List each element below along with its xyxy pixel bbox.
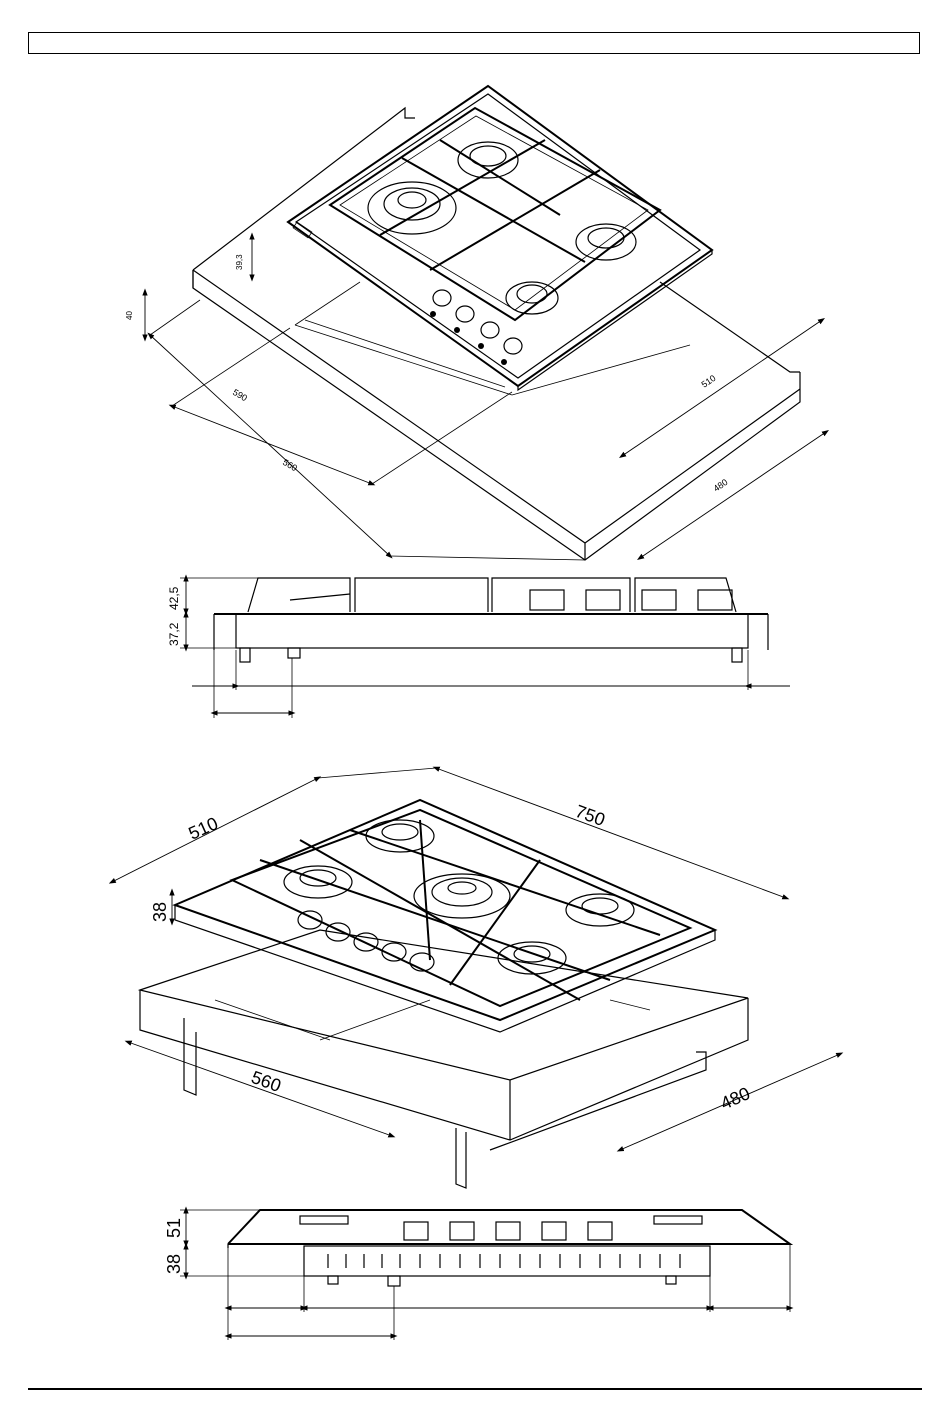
dim-depth-510: 510 [700,373,718,390]
dim-51: 51 [164,1218,184,1238]
dim-38-b: 38 [164,1254,184,1274]
dim-width-750: 750 [573,801,608,830]
dim-height-40: 40 [125,311,134,320]
dim-cutout-480: 480 [712,477,730,494]
footer-rule [28,1388,922,1390]
dim-cutout-480-b: 480 [717,1083,753,1113]
figure-2-side-elevation: 42,5 37,2 [167,578,790,718]
dim-37-2: 37,2 [167,622,181,646]
hob-plate [288,86,712,390]
figure-3-isometric-hob: 510 750 38 560 480 [112,768,840,1188]
figure-1-isometric-hob: 590 560 510 480 40 39,3 [125,86,826,560]
vent-slots [328,1254,680,1268]
dimension-lines-fig1 [145,236,826,560]
dim-width-590: 590 [231,387,249,403]
control-knobs [430,290,522,365]
dim-42-5: 42,5 [167,586,181,610]
dim-height-39-3: 39,3 [235,254,244,270]
burners-2 [284,820,634,974]
countertop-slab-2 [140,930,748,1188]
dim-cutout-560: 560 [281,457,299,473]
dim-depth-510-b: 510 [185,813,221,843]
figure-4-side-elevation: 51 38 [164,1210,790,1340]
dim-height-38: 38 [150,902,170,922]
hob-plate-2 [175,800,715,1032]
